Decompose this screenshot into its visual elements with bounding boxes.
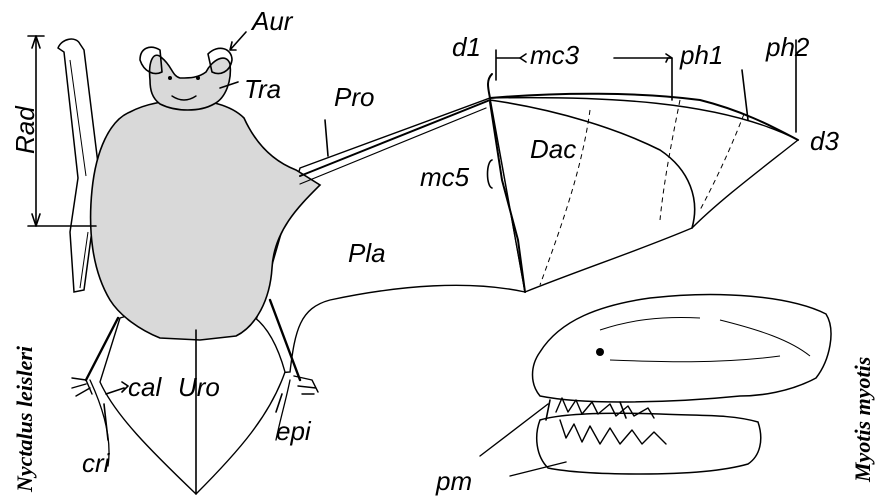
label-cal: cal: [128, 372, 162, 402]
species-right: Myotis myotis: [850, 357, 875, 483]
label-ph1: ph1: [679, 40, 723, 70]
label-tra: Tra: [244, 74, 281, 104]
skull-illustration: [533, 295, 831, 474]
label-pro: Pro: [334, 82, 374, 112]
label-pm: pm: [435, 466, 472, 496]
species-left: Nyctalus leisleri: [12, 345, 37, 493]
label-ph2: ph2: [765, 32, 810, 62]
label-dac: Dac: [530, 134, 576, 164]
label-d1: d1: [452, 32, 481, 62]
label-rad: Rad: [10, 105, 40, 154]
label-cri: cri: [82, 448, 111, 478]
label-pla: Pla: [348, 238, 386, 268]
label-aur: Aur: [250, 6, 294, 36]
label-mc3: mc3: [530, 40, 580, 70]
label-uro: Uro: [178, 372, 220, 402]
label-d3: d3: [810, 126, 839, 156]
label-epi: epi: [276, 416, 312, 446]
label-mc5: mc5: [420, 162, 470, 192]
